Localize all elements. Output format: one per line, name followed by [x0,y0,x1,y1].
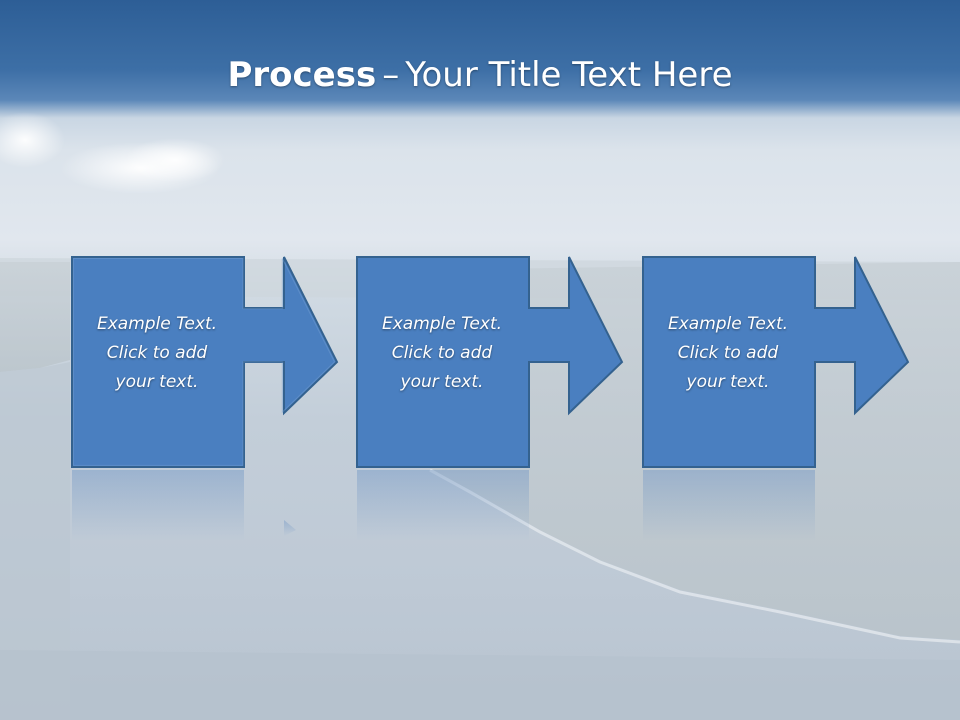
step-text-line-1: Example Text. [381,314,503,334]
step-text-line-3: your text. [400,372,484,392]
step-1-reflection [72,470,296,540]
title-bold-word: Process [227,55,377,95]
step-text-line-2: Click to add [106,343,208,363]
step-2-reflection [357,470,529,540]
slide-title: Process–Your Title Text Here [0,50,960,100]
step-text-line-3: your text. [115,372,199,392]
step-text-line-2: Click to add [677,343,779,363]
step-text: Example Text. Click to add your text. [71,310,243,397]
step-text-line-3: your text. [686,372,770,392]
step-text-line-1: Example Text. [96,314,218,334]
step-text: Example Text. Click to add your text. [356,310,528,397]
title-dash: – [382,55,400,95]
arrow-box-shape [71,256,339,468]
process-step-3[interactable]: Example Text. Click to add your text. [642,256,912,468]
step-text-line-2: Click to add [391,343,493,363]
process-step-2[interactable]: Example Text. Click to add your text. [356,256,626,468]
process-step-1[interactable]: Example Text. Click to add your text. [71,256,341,468]
arrow-box-shape [642,256,910,468]
step-text: Example Text. Click to add your text. [642,310,814,397]
step-text-line-1: Example Text. [667,314,789,334]
arrow-box-shape [356,256,624,468]
step-3-reflection [643,470,815,540]
title-rest: Your Title Text Here [405,55,733,95]
